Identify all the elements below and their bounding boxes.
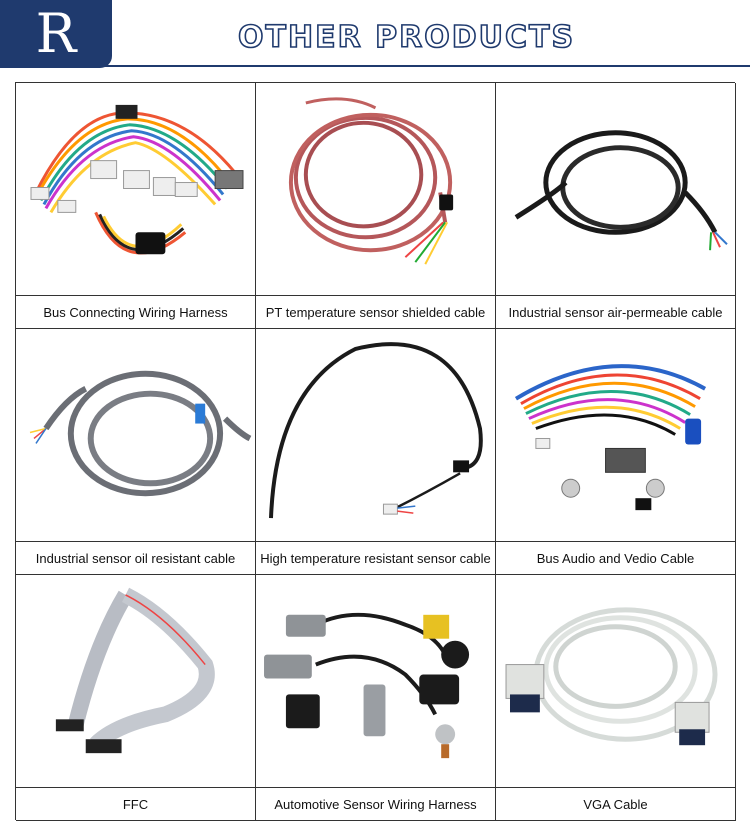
product-image[interactable] <box>256 575 495 787</box>
product-name: Industrial sensor air-permeable cable <box>496 295 735 328</box>
product-image[interactable] <box>496 575 735 787</box>
product-card[interactable]: PT temperature sensor shielded cable <box>256 83 496 329</box>
product-card[interactable]: Automotive Sensor Wiring Harness <box>256 575 496 821</box>
product-image[interactable] <box>16 329 255 541</box>
product-card[interactable]: VGA Cable <box>496 575 736 821</box>
product-image[interactable] <box>496 83 735 295</box>
product-image[interactable] <box>496 329 735 541</box>
product-name: High temperature resistant sensor cable <box>256 541 495 574</box>
header-divider <box>0 65 750 67</box>
product-card[interactable]: FFC <box>16 575 256 821</box>
product-grid: Bus Connecting Wiring Harness PT tempera… <box>15 82 736 821</box>
product-card[interactable]: Industrial sensor oil resistant cable <box>16 329 256 575</box>
logo-letter: R <box>35 2 77 65</box>
product-card[interactable]: Bus Connecting Wiring Harness <box>16 83 256 329</box>
product-image[interactable] <box>16 83 255 295</box>
product-card[interactable]: Industrial sensor air-permeable cable <box>496 83 736 329</box>
product-name: Bus Audio and Vedio Cable <box>496 541 735 574</box>
product-name: FFC <box>16 787 255 820</box>
product-card[interactable]: Bus Audio and Vedio Cable <box>496 329 736 575</box>
product-name: Automotive Sensor Wiring Harness <box>256 787 495 820</box>
brand-logo[interactable]: R <box>0 0 112 68</box>
product-image[interactable] <box>256 83 495 295</box>
product-name: Bus Connecting Wiring Harness <box>16 295 255 328</box>
product-image[interactable] <box>16 575 255 787</box>
product-name: PT temperature sensor shielded cable <box>256 295 495 328</box>
header: R OTHER PRODUCTS <box>0 0 750 80</box>
product-name: VGA Cable <box>496 787 735 820</box>
product-card[interactable]: High temperature resistant sensor cable <box>256 329 496 575</box>
page-title: OTHER PRODUCTS <box>237 19 576 56</box>
product-image[interactable] <box>256 329 495 541</box>
product-name: Industrial sensor oil resistant cable <box>16 541 255 574</box>
